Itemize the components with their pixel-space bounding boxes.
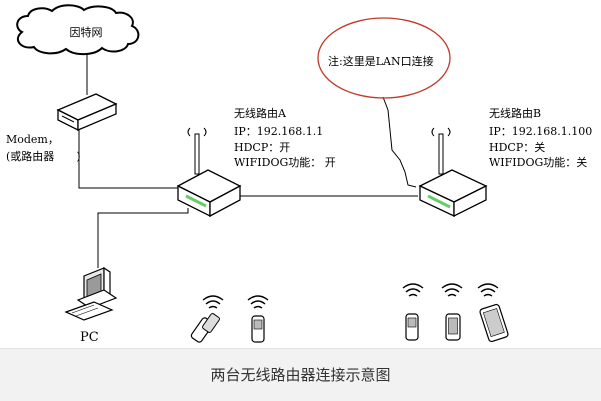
router-b-name: 无线路由B <box>489 107 542 120</box>
router-a-name: 无线路由A <box>234 107 286 120</box>
router-a-dhcp: HDCP：开 <box>234 141 291 154</box>
modem-icon <box>56 93 118 132</box>
modem-label-line2: (或路由器 ) <box>6 150 81 163</box>
router-b-ip: IP：192.168.1.100 <box>489 125 593 138</box>
wifi-icon <box>247 295 269 309</box>
wifi-icon <box>441 283 463 297</box>
modem-to-router-a-line <box>78 128 180 189</box>
router-b-dhcp: HDCP：关 <box>489 141 546 154</box>
router-a-icon <box>176 127 242 218</box>
caption-bar <box>0 348 601 401</box>
router-a-to-pc-line <box>97 208 189 268</box>
mobile-phone-icon <box>251 315 265 343</box>
mobile-phone-icon <box>405 313 419 341</box>
router-a-wifidog: WIFIDOG功能： 开 <box>234 156 336 169</box>
lan-connection-note: 注:这里是LAN口连接 <box>328 55 434 68</box>
flip-phone-icon <box>190 313 220 343</box>
internet-cloud-label: 因特网 <box>69 26 103 39</box>
pc-icon <box>64 266 118 321</box>
wifi-icon <box>477 283 499 297</box>
note-callout-ellipse <box>317 17 451 99</box>
connection-lines <box>78 52 418 268</box>
wifi-icon <box>402 283 424 297</box>
router-a-ip: IP：192.168.1.1 <box>234 125 324 138</box>
pc-label: PC <box>80 330 99 345</box>
modem-label-line1: Modem， <box>6 133 59 146</box>
internet-cloud-icon <box>16 4 140 56</box>
tablet-icon <box>479 303 509 343</box>
router-b-wifidog: WIFIDOG功能：关 <box>489 156 588 169</box>
diagram-caption: 两台无线路由器连接示意图 <box>210 366 391 384</box>
wifi-icon <box>202 295 224 309</box>
router-b-icon <box>418 127 488 218</box>
note-pointer-line <box>382 96 417 188</box>
smartphone-icon <box>445 313 461 341</box>
